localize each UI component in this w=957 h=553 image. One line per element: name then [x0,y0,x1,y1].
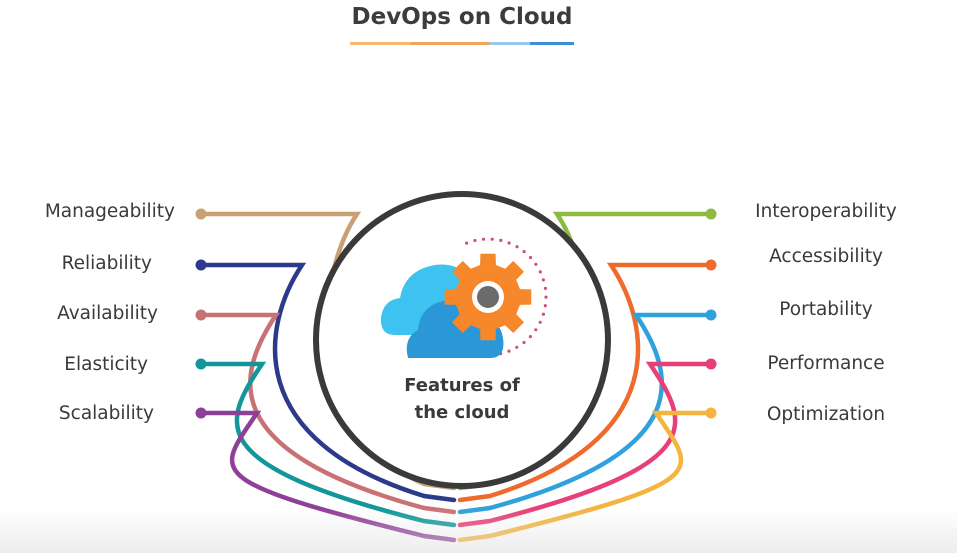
dotted-arc-dot [543,304,547,308]
feature-label-elasticity: Elasticity [64,354,148,375]
feature-label-accessibility: Accessibility [769,246,883,267]
connector-dot-optimization [705,407,717,419]
feature-label-interoperability: Interoperability [755,201,897,222]
center-caption-line-1: Features of [404,375,520,396]
connector-dot-reliability [195,259,207,271]
dotted-arc-dot [522,340,526,345]
title-underline-3 [490,42,530,45]
title-underline-4 [530,42,574,45]
title-underline-2 [410,42,490,45]
dotted-arc-dot [541,312,546,316]
connector-dot-portability [705,309,717,321]
dotted-arc-dot [538,320,542,324]
dotted-arc-dot [481,237,486,241]
dotted-arc-dot [507,349,511,353]
connector-dot-availability [195,309,207,321]
title-underline-1 [350,42,410,45]
dotted-arc-dot [538,270,542,274]
feature-label-manageability: Manageability [44,201,175,222]
dotted-arc [465,237,548,356]
dotted-arc-dot [534,262,538,266]
dotted-arc-dot [490,237,494,241]
connector-reliability [195,259,457,503]
feature-label-optimization: Optimization [766,404,886,425]
dotted-arc-dot [499,238,503,242]
dotted-arc-dot [543,286,548,290]
feature-label-performance: Performance [767,353,885,374]
connector-dot-interoperability [705,208,717,220]
page-title: DevOps on Cloud [351,4,573,30]
dotted-arc-dot [528,255,533,260]
dotted-arc-dot [522,250,526,254]
dotted-arc-dot [544,295,548,299]
cloud-gear-illustration [380,237,548,358]
connector-accessibility [457,259,717,503]
feature-label-reliability: Reliability [61,253,152,274]
center-caption-line-2: the cloud [414,402,510,423]
connector-dot-performance [705,358,717,370]
dotted-arc-dot [507,241,511,245]
dotted-arc-dot [515,245,519,249]
connector-dot-accessibility [705,259,717,271]
dotted-arc-dot [465,241,469,245]
dotted-arc-dot [515,345,519,349]
feature-label-availability: Availability [57,303,158,324]
cloud-front-shape [406,299,504,358]
gear-hub [477,286,499,308]
connector-dot-elasticity [195,358,207,370]
connector-dot-scalability [195,407,207,419]
connector-dot-manageability [195,208,207,220]
center-caption: Features of the cloud [362,372,562,426]
dotted-arc-dot [534,328,538,332]
dotted-arc-dot [473,238,477,243]
feature-label-scalability: Scalability [58,403,154,424]
gear-icon [444,253,532,341]
connector-line-accessibility [457,262,714,503]
connector-line-reliability [198,262,457,503]
dotted-arc-dot [541,278,546,282]
cloud-icon [380,264,504,358]
feature-label-portability: Portability [779,299,873,320]
dotted-arc-dot [528,335,533,339]
